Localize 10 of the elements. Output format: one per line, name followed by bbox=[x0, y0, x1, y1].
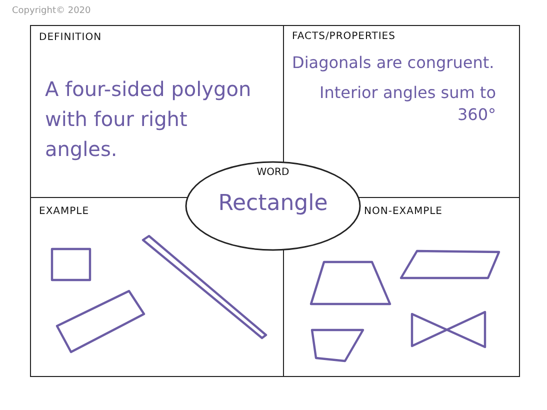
copyright-note: Copyright© 2020 bbox=[12, 6, 91, 16]
quadrant-text: A four-sided polygon with four right angles. bbox=[45, 76, 252, 163]
word-text: Rectangle bbox=[217, 191, 329, 216]
word-heading: WORD bbox=[256, 167, 290, 178]
quadrant-heading: DEFINITION bbox=[39, 32, 102, 43]
quadrant-text: Diagonals are congruent. bbox=[292, 52, 496, 74]
quadrant-heading: EXAMPLE bbox=[39, 206, 90, 217]
quadrant-text: Interior angles sum to 360° bbox=[318, 82, 496, 126]
quadrant-heading: NON-EXAMPLE bbox=[364, 206, 442, 217]
quadrant-heading: FACTS/PROPERTIES bbox=[292, 31, 396, 42]
